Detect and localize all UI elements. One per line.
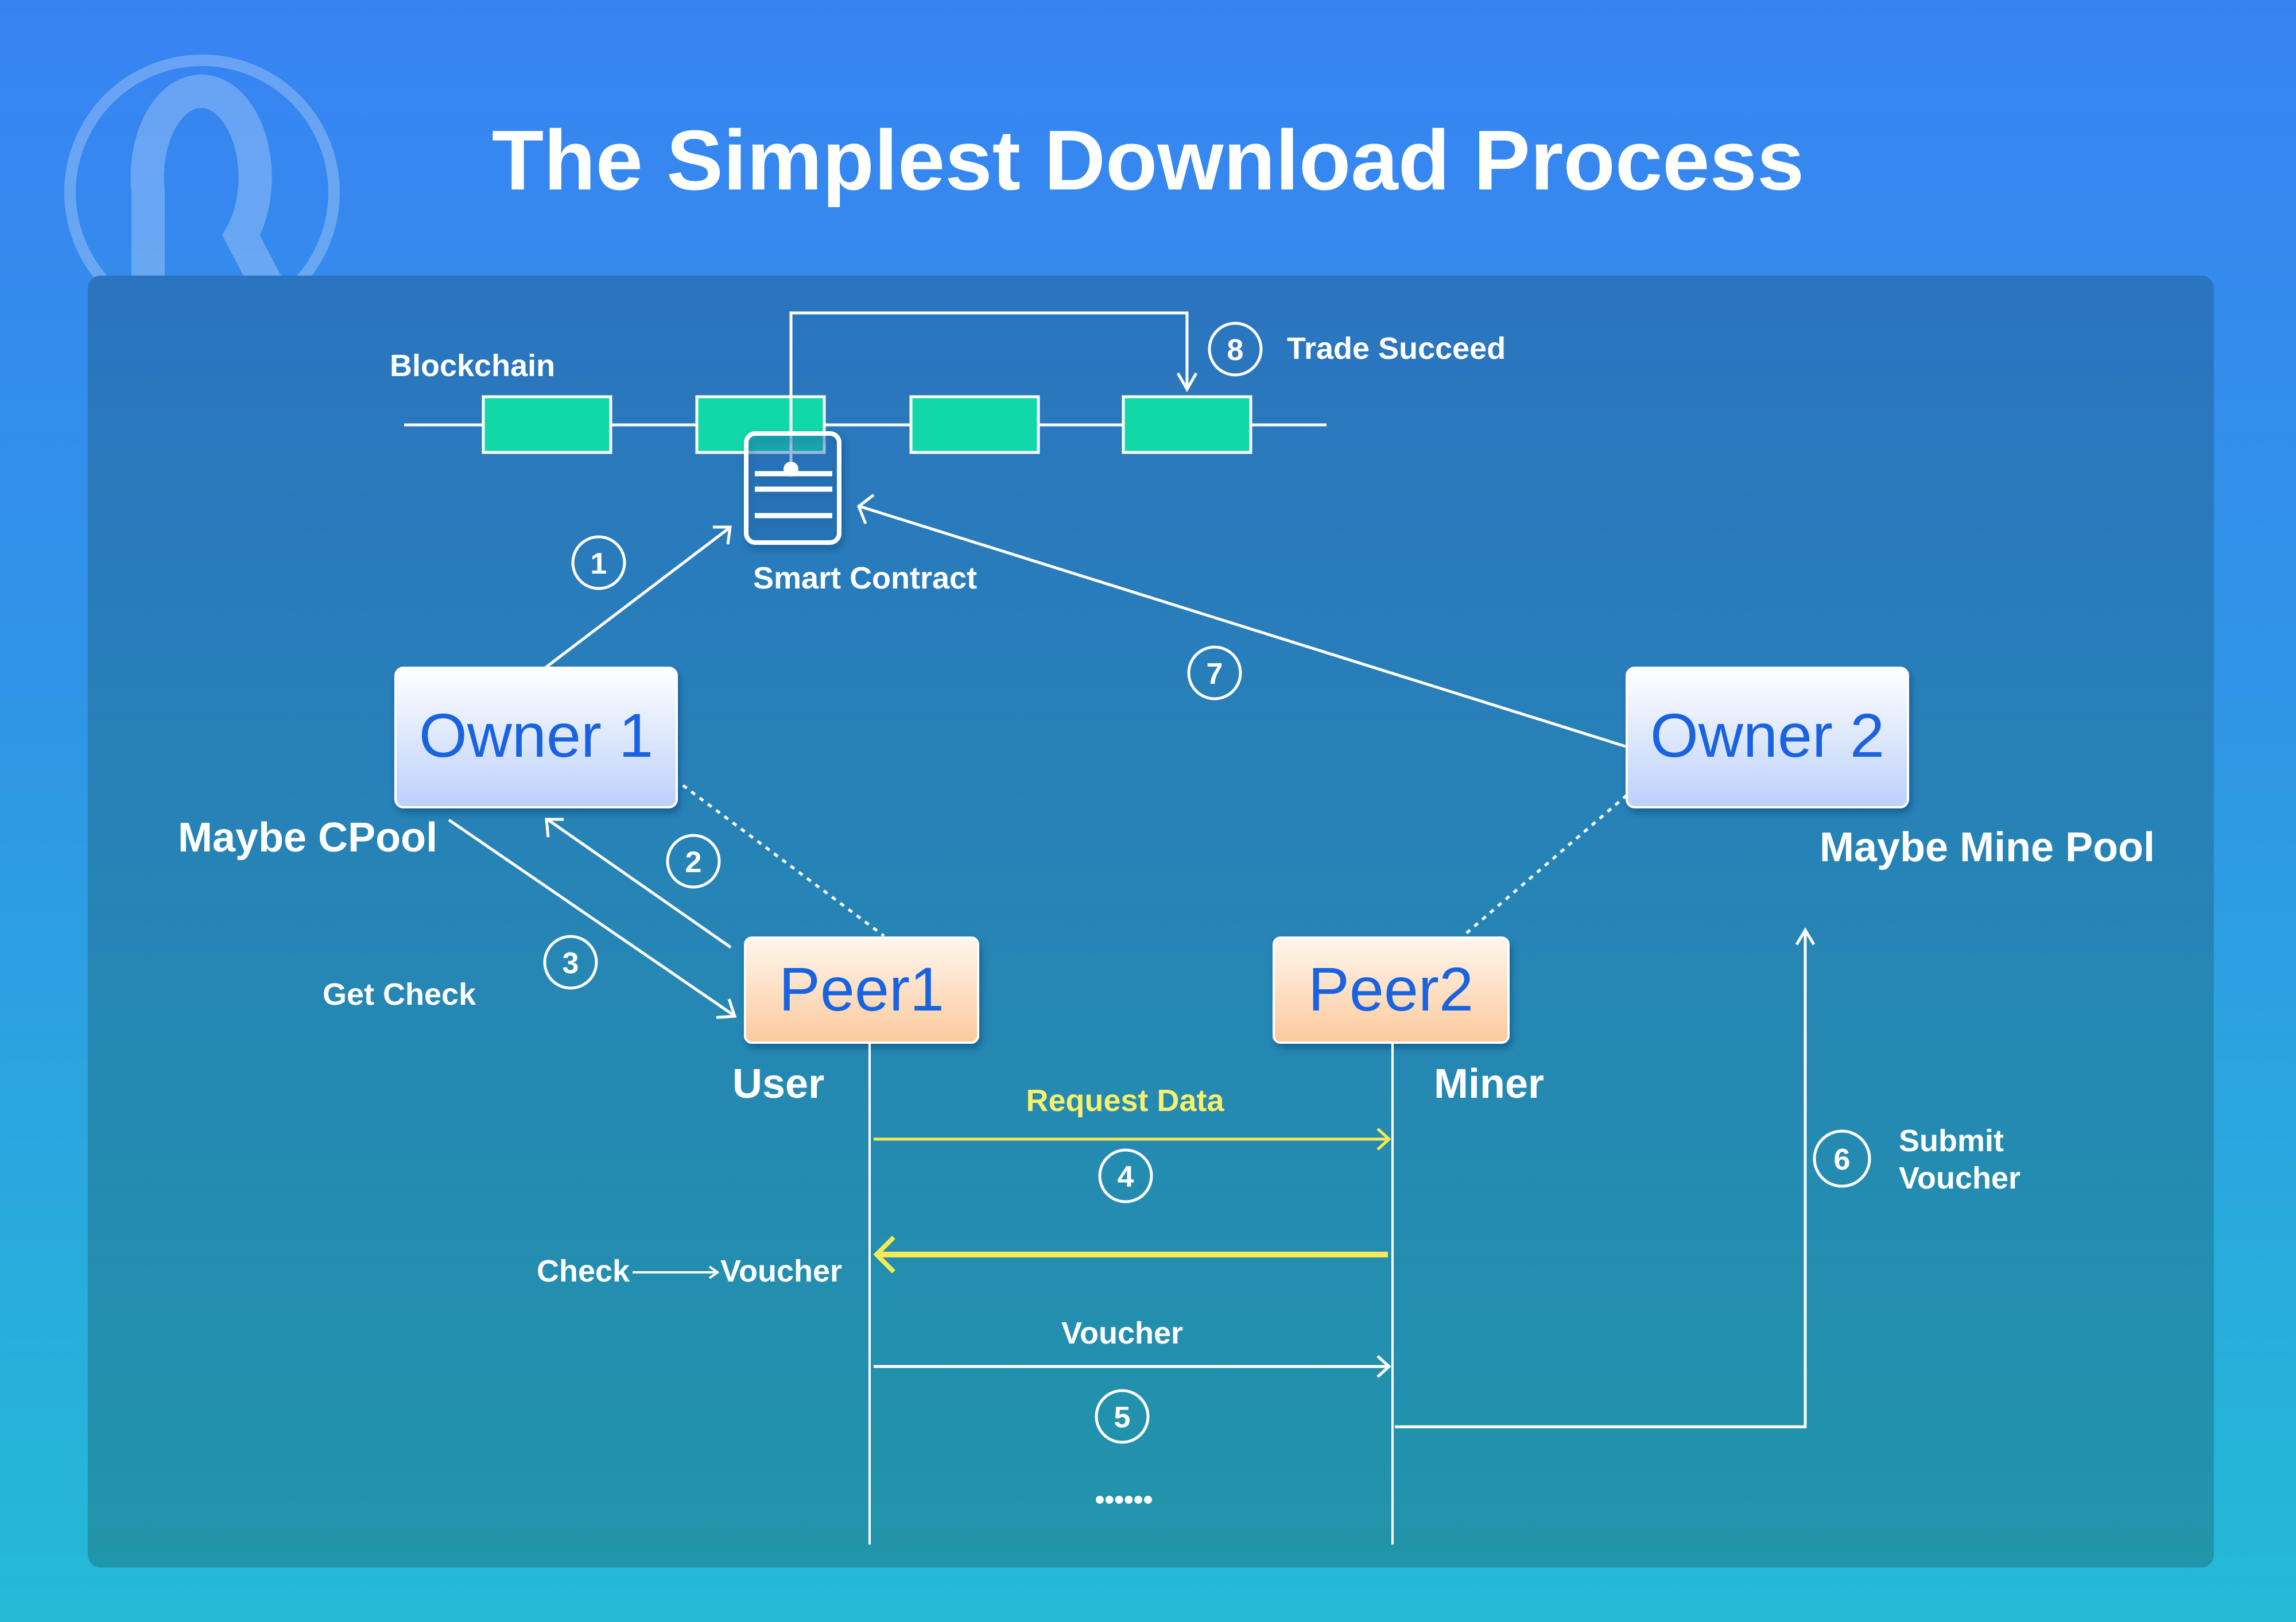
owner1-peer1-dotted-link <box>682 784 885 938</box>
peer-1-label: Peer1 <box>779 954 944 1024</box>
continuation-ellipsis: •••••• <box>1095 1485 1153 1515</box>
trade-succeed-connector <box>789 311 1189 470</box>
step-8-label: Trade Succeed <box>1287 331 1506 366</box>
blockchain-label: Blockchain <box>390 349 555 383</box>
step-3-arrow <box>448 818 735 1017</box>
voucher-label: Voucher <box>1061 1316 1183 1350</box>
blockchain-blocks <box>482 395 1252 454</box>
owner-2-label: Owner 2 <box>1650 700 1884 770</box>
owner-1-node[interactable] <box>394 667 678 808</box>
voucher-annotation-label: Voucher <box>720 1254 842 1288</box>
step-4-badge <box>1098 1148 1153 1203</box>
contract-anchor-dot <box>784 462 798 477</box>
step-1-badge <box>571 535 626 590</box>
step-5-badge <box>1095 1389 1150 1444</box>
arrowhead-8 <box>1176 372 1198 393</box>
block-1 <box>482 395 612 454</box>
peer-2-caption: Miner <box>1434 1061 1544 1107</box>
arrowhead-request <box>1376 1128 1391 1151</box>
arrowhead-check-voucher <box>708 1265 720 1279</box>
step-7-badge <box>1187 645 1242 700</box>
arrowhead-1 <box>713 525 732 545</box>
owner-2-node[interactable] <box>1626 667 1909 808</box>
diagram-panel <box>88 276 2214 1567</box>
step-5-number: 5 <box>1114 1401 1131 1434</box>
arrowhead-2 <box>545 818 564 838</box>
arrowhead-3 <box>716 998 737 1019</box>
arrowhead-submit <box>1795 927 1816 946</box>
get-check-label: Get Check <box>323 977 476 1012</box>
step-8-number: 8 <box>1227 334 1244 367</box>
owner-1-caption: Maybe CPool <box>178 815 437 861</box>
submit-voucher-connector <box>1395 933 1807 1429</box>
step-8-badge <box>1208 322 1263 377</box>
owner-1-label: Owner 1 <box>419 700 653 770</box>
page-title: The Simplest Download Process <box>492 113 1804 208</box>
block-3 <box>909 395 1040 454</box>
step-7-number: 7 <box>1207 657 1223 691</box>
peer-2-node[interactable] <box>1273 936 1510 1044</box>
peer-2-label: Peer2 <box>1308 954 1473 1024</box>
step-3-number: 3 <box>563 947 579 980</box>
block-4 <box>1122 395 1252 454</box>
owner2-peer2-dotted-link <box>1465 794 1628 934</box>
step-1-number: 1 <box>591 547 607 580</box>
step-6-badge <box>1813 1129 1871 1188</box>
peer-1-node[interactable] <box>744 936 979 1044</box>
arrowhead-7 <box>856 494 875 524</box>
smart-contract-label: Smart Contract <box>753 561 977 595</box>
submit-voucher-line1: Submit <box>1899 1124 2004 1158</box>
smart-contract-document-icon <box>744 431 841 545</box>
step-2-badge <box>666 834 721 889</box>
check-label: Check <box>537 1254 630 1288</box>
step-3-badge <box>543 935 598 990</box>
step-2-arrow <box>547 818 732 949</box>
step-4-number: 4 <box>1118 1160 1134 1194</box>
peer-1-caption: User <box>732 1061 824 1107</box>
step-1-arrow <box>544 527 730 669</box>
submit-voucher-line2: Voucher <box>1899 1161 2020 1195</box>
arrowhead-voucher <box>1376 1355 1391 1378</box>
owner-2-caption: Maybe Mine Pool <box>1820 824 2155 870</box>
arrowhead-response <box>873 1236 895 1273</box>
request-data-label: Request Data <box>1026 1083 1224 1118</box>
step-2-number: 2 <box>685 846 702 879</box>
step-7-arrow <box>859 505 1626 748</box>
step-6-number: 6 <box>1834 1143 1851 1176</box>
